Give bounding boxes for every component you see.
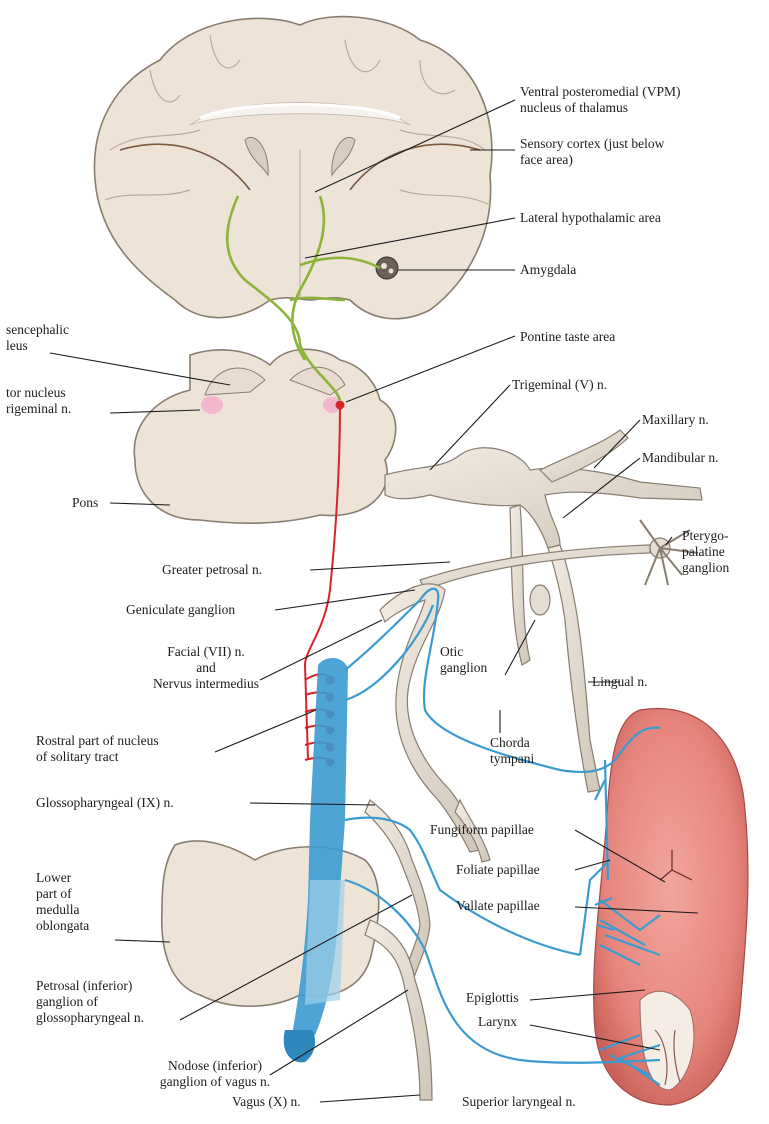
label-chorda-tympani: Chorda tympani: [490, 735, 534, 767]
label-foliate-papillae: Foliate papillae: [456, 862, 540, 878]
label-sensory-cortex: Sensory cortex (just below face area): [520, 136, 664, 168]
label-pons: Pons: [72, 495, 98, 511]
label-amygdala: Amygdala: [520, 262, 576, 278]
label-geniculate-ganglion: Geniculate ganglion: [126, 602, 235, 618]
label-greater-petrosal-nerve: Greater petrosal n.: [162, 562, 262, 578]
label-facial-nerve: Facial (VII) n. and Nervus intermedius: [150, 644, 262, 692]
label-lingual-nerve: Lingual n.: [592, 674, 648, 690]
label-lower-medulla: Lower part of medulla oblongata: [36, 870, 89, 934]
label-superior-laryngeal-nerve: Superior laryngeal n.: [462, 1094, 576, 1110]
label-trigeminal-nerve: Trigeminal (V) n.: [512, 377, 607, 393]
medulla-section: [162, 841, 379, 1006]
label-mesencephalic-nucleus: sencephalic leus: [6, 322, 69, 354]
label-otic-ganglion: Otic ganglion: [440, 644, 487, 676]
label-mandibular-nerve: Mandibular n.: [642, 450, 719, 466]
label-motor-nucleus-trigeminal: tor nucleus rigeminal n.: [6, 385, 71, 417]
label-rostral-solitary-nucleus: Rostral part of nucleus of solitary trac…: [36, 733, 159, 765]
label-vagus-nerve: Vagus (X) n.: [232, 1094, 301, 1110]
tongue: [594, 708, 748, 1105]
label-vallate-papillae: Vallate papillae: [456, 898, 540, 914]
label-vpm-nucleus: Ventral posteromedial (VPM) nucleus of t…: [520, 84, 680, 116]
label-pontine-taste-area: Pontine taste area: [520, 329, 615, 345]
label-lateral-hypothalamic-area: Lateral hypothalamic area: [520, 210, 661, 226]
label-larynx: Larynx: [478, 1014, 517, 1030]
label-maxillary-nerve: Maxillary n.: [642, 412, 709, 428]
label-fungiform-papillae: Fungiform papillae: [430, 822, 534, 838]
label-glossopharyngeal-nerve: Glossopharyngeal (IX) n.: [36, 795, 174, 811]
label-pterygopalatine-ganglion: Pterygo- palatine ganglion: [682, 528, 729, 576]
label-epiglottis: Epiglottis: [466, 990, 519, 1006]
brain-coronal-section: [94, 17, 491, 319]
cranial-nerves-lower: [365, 800, 432, 1100]
label-petrosal-ganglion: Petrosal (inferior) ganglion of glossoph…: [36, 978, 144, 1026]
label-nodose-ganglion: Nodose (inferior) ganglion of vagus n.: [135, 1058, 295, 1090]
